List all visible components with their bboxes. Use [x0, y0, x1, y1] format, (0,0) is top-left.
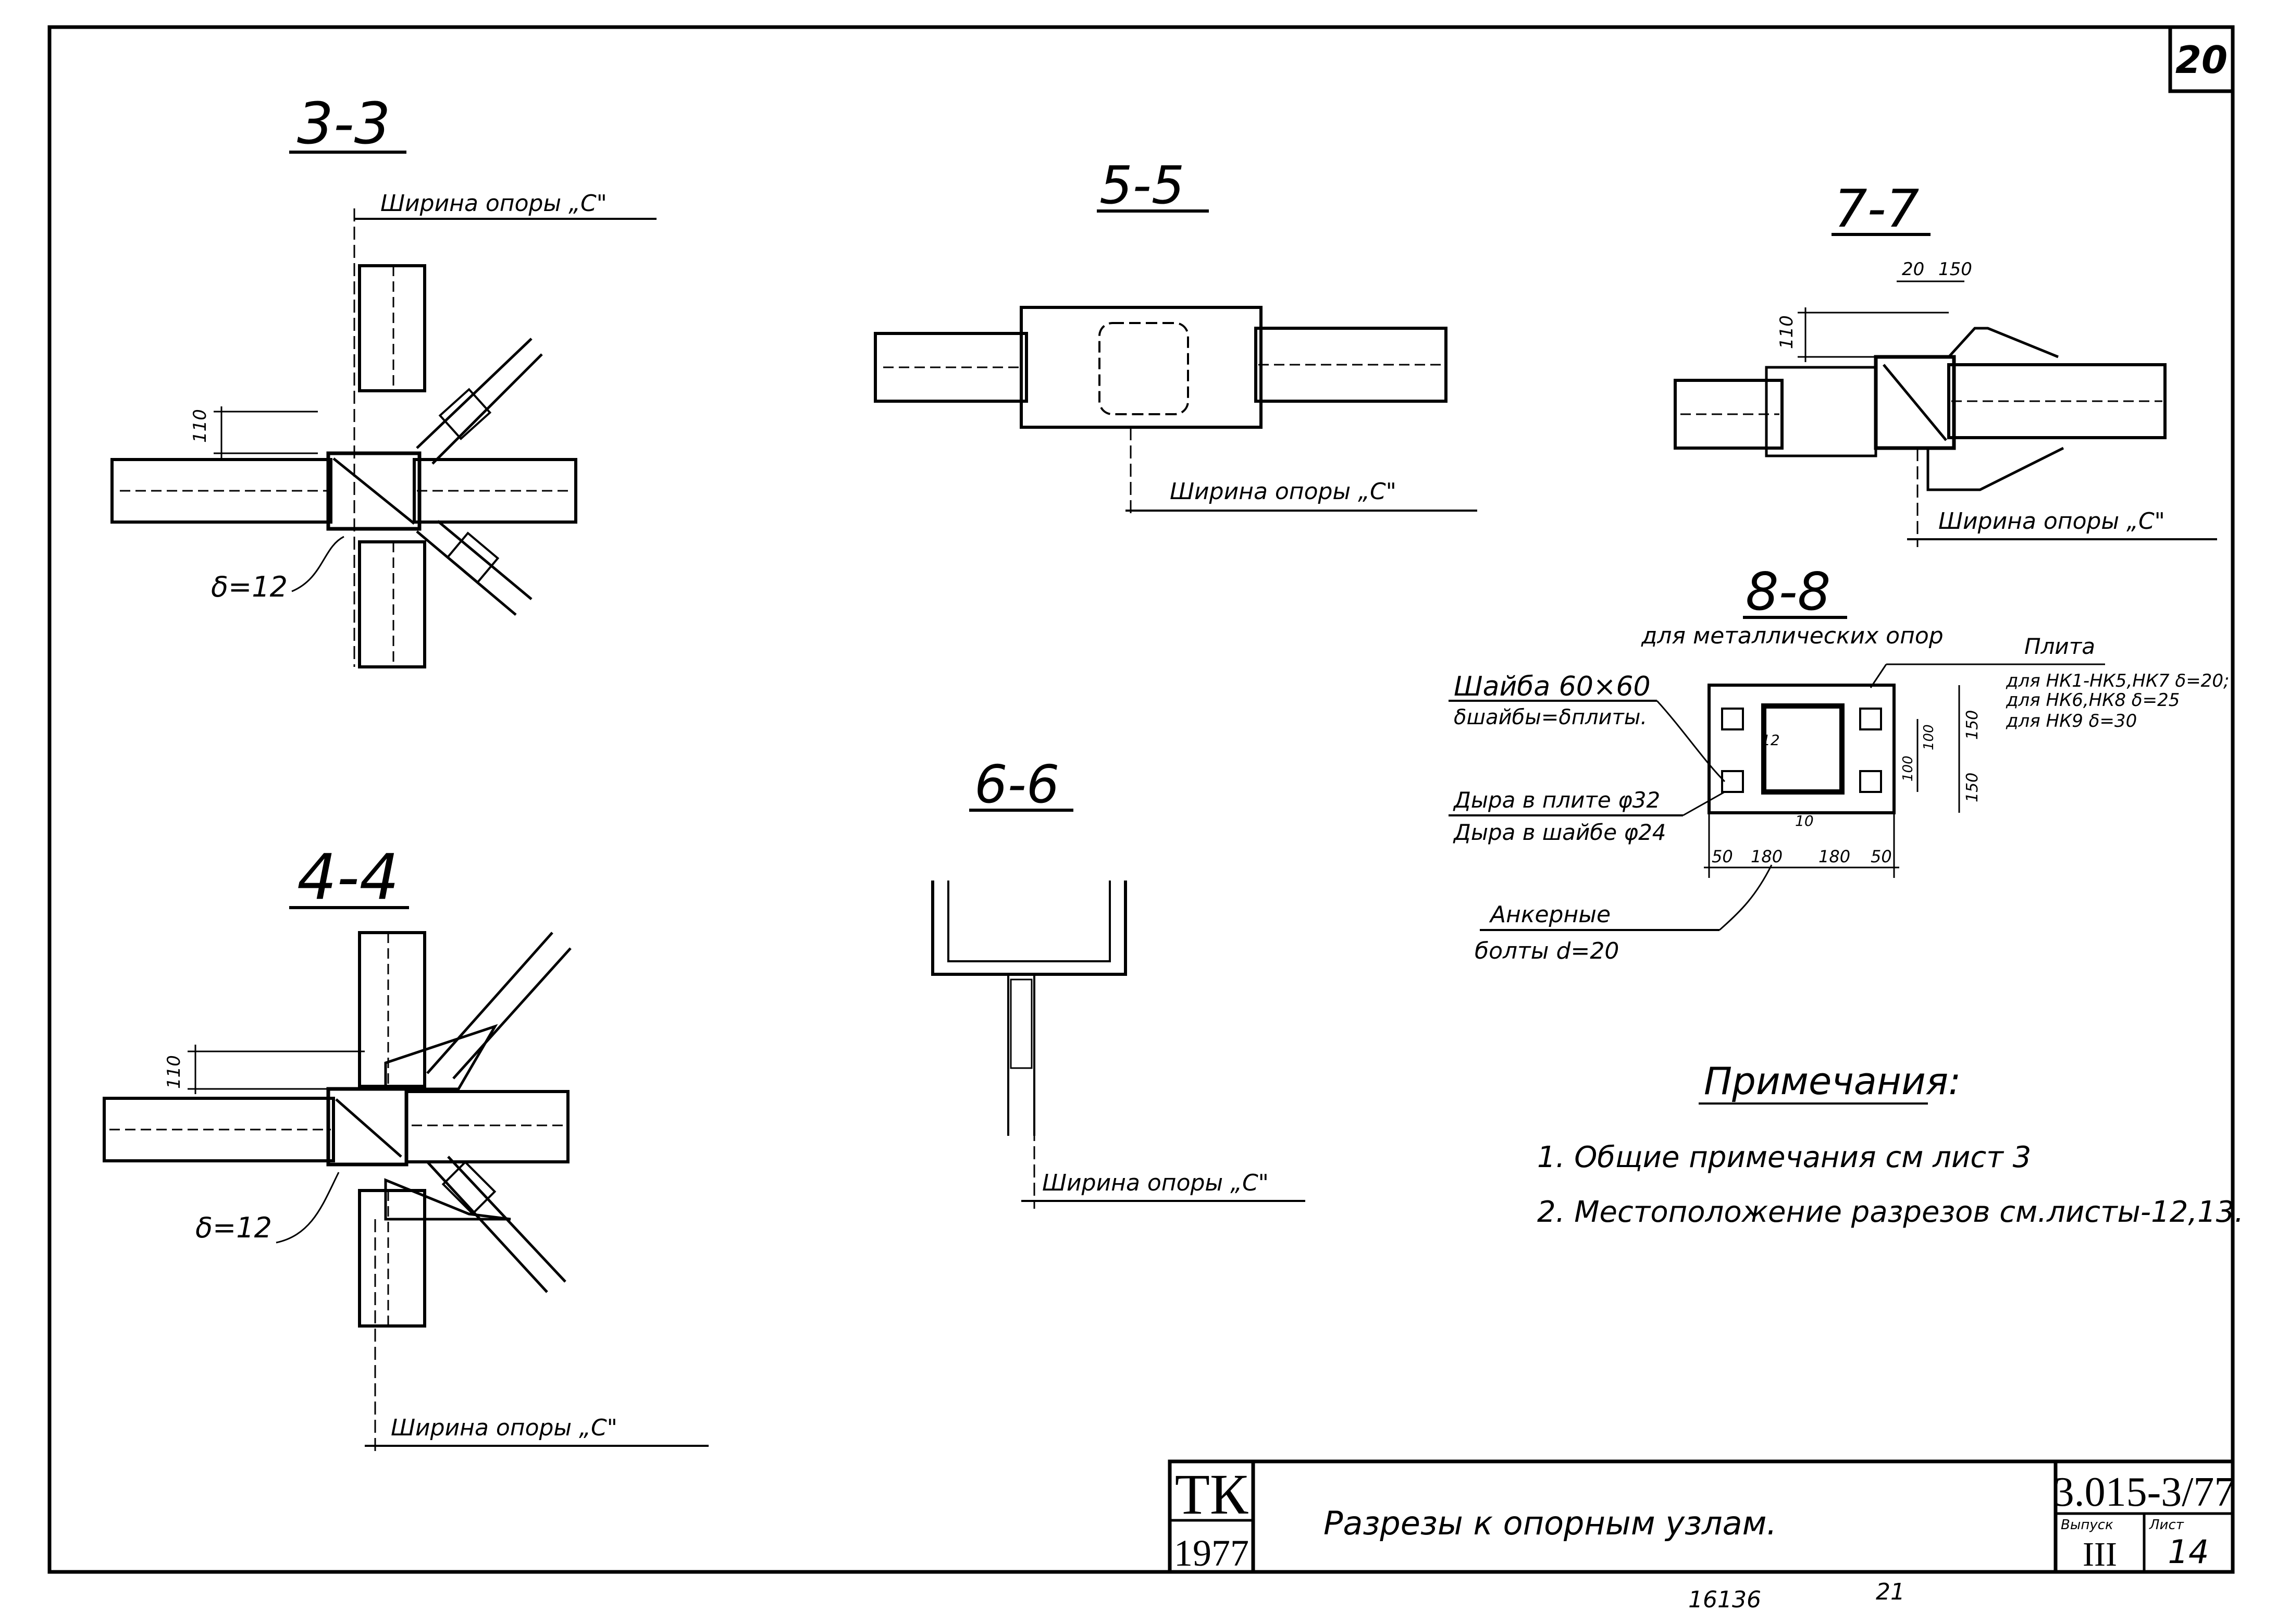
s88-plate-label: Плита — [2024, 634, 2095, 659]
s88-anchor-line1: Анкерные — [1489, 901, 1611, 928]
s88-dim-50a: 50 — [1712, 847, 1733, 866]
note-2: 2. Местоположение разрезов см.листы-12,1… — [1537, 1195, 2244, 1229]
section-7-7-title: 7-7 — [1834, 178, 1919, 239]
s77-support-width-label: Ширина опоры „C" — [1938, 508, 2165, 535]
section-5-5-title: 5-5 — [1099, 155, 1184, 216]
sheet-label: Лист — [2149, 1517, 2184, 1533]
s88-dim-100a: 100 — [1900, 755, 1916, 782]
issue-label: Выпуск — [2061, 1517, 2113, 1533]
s88-dim-180a: 180 — [1751, 847, 1783, 866]
section-6-6: 6-6 Ширина опоры „C" — [931, 754, 1305, 1209]
footer-number: 21 — [1876, 1579, 1905, 1605]
sheet-frame — [47, 25, 2235, 1574]
section-8-8-title: 8-8 — [1746, 561, 1830, 622]
s33-support-width-label: Ширина опоры „C" — [380, 190, 607, 217]
s88-dim-50b: 50 — [1871, 847, 1892, 866]
note-1: 1. Общие примечания см лист 3 — [1537, 1140, 2031, 1174]
s66-support-width-label: Ширина опоры „C" — [1042, 1170, 1269, 1196]
section-4-4-title: 4-4 — [297, 841, 399, 914]
s88-plate-spec3: для НК9 δ=30 — [2006, 711, 2137, 732]
issue-number: III — [2083, 1535, 2117, 1573]
s88-dim-12: 12 — [1761, 732, 1780, 749]
s88-plate-spec1: для НК1-НК5,НК7 δ=20; — [2006, 671, 2229, 691]
section-4-4: 4-4 110 δ=12 Ширина опоры „C — [103, 841, 709, 1454]
s88-washer-label: Шайба 60×60 — [1454, 671, 1651, 702]
section-6-6-title: 6-6 — [974, 754, 1059, 815]
drawing-code: 3.015-3/77 — [2053, 1469, 2235, 1515]
sheet-in-series: 14 — [2168, 1533, 2209, 1571]
s77-dim-20: 20 — [1902, 259, 1924, 280]
section-3-3-title: 3-3 — [297, 90, 391, 157]
notes-title: Примечания: — [1704, 1059, 1961, 1103]
s88-dim-150b: 150 — [1963, 773, 1982, 802]
s88-plate-spec2: для НК6,НК8 δ=25 — [2006, 690, 2180, 711]
s33-dim-110: 110 — [190, 409, 211, 443]
section-8-8: 8-8 для металлических опор 12 10 50 180 … — [1449, 561, 2229, 964]
s88-dim-100b: 100 — [1921, 724, 1937, 750]
s77-dim-150: 150 — [1938, 259, 1972, 280]
s44-support-width-label: Ширина опоры „C" — [391, 1415, 617, 1441]
section-5-5: 5-5 Ширина опоры „C" — [874, 155, 1477, 513]
tk-mark: ТК — [1175, 1462, 1248, 1526]
s88-anchor-line2: болты d=20 — [1475, 938, 1619, 964]
inventory-number: 16136 — [1688, 1586, 1761, 1613]
section-7-7: 7-7 20 150 110 Ширина опоры „C" — [1674, 178, 2217, 547]
s44-delta-label: δ=12 — [195, 1211, 272, 1244]
section-3-3: 3-3 Ширина опоры „C" 110 δ=12 — [110, 90, 657, 668]
s33-delta-label: δ=12 — [211, 571, 288, 603]
s88-dim-10: 10 — [1795, 812, 1814, 829]
notes: Примечания: 1. Общие примечания см лист … — [1537, 1059, 2244, 1229]
s44-dim-110: 110 — [164, 1055, 184, 1089]
s88-washer-thickness: δшайбы=δплиты. — [1454, 705, 1647, 729]
s88-dim-150a: 150 — [1963, 710, 1982, 740]
title-block: ТК 1977 Разрезы к опорным узлам. 3.015-3… — [1168, 1459, 2235, 1574]
section-8-8-subtitle: для металлических опор — [1641, 623, 1944, 649]
s88-dim-180b: 180 — [1818, 847, 1850, 866]
sheet-number-box: 20 — [2168, 27, 2233, 93]
sheet-number: 20 — [2175, 38, 2228, 82]
s77-dim-110: 110 — [1776, 315, 1797, 349]
drawing-title: Разрезы к опорным узлам. — [1323, 1504, 1777, 1542]
s55-support-width-label: Ширина опоры „C" — [1170, 478, 1396, 505]
s88-hole-washer: Дыра в шайбе φ24 — [1453, 820, 1666, 845]
s88-hole-plate: Дыра в плите φ32 — [1453, 787, 1660, 813]
tk-year: 1977 — [1174, 1532, 1249, 1574]
